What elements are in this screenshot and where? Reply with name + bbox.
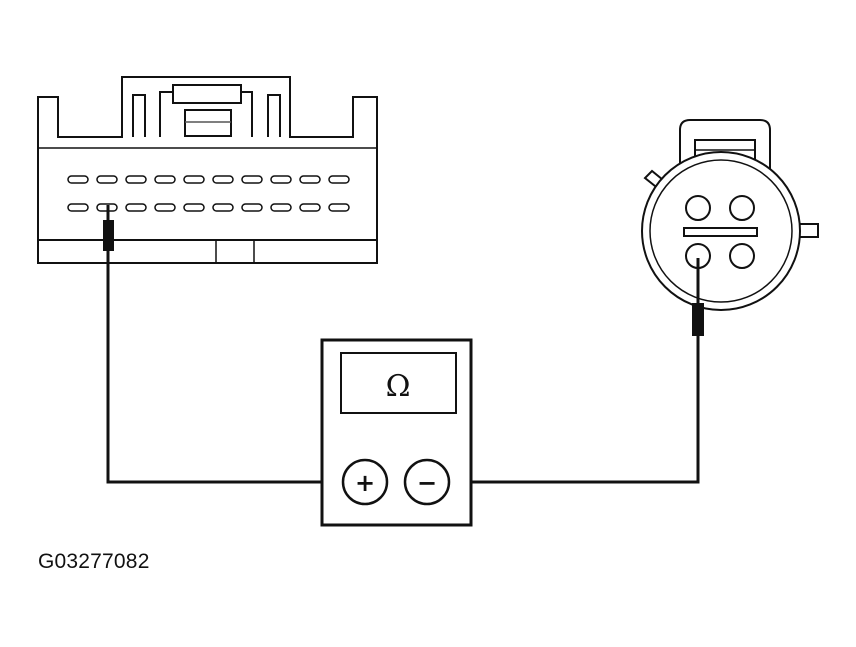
connector-terminals [685, 195, 755, 269]
meter-display [340, 352, 457, 414]
positive-terminal [341, 458, 389, 506]
negative-lead [446, 336, 700, 484]
negative-terminal [403, 458, 451, 506]
test-leads [106, 251, 700, 484]
right-probe [692, 258, 704, 336]
multi-pin-connector [37, 76, 378, 264]
round-sensor-connector [641, 119, 819, 311]
connector-housing [37, 76, 378, 264]
left-probe [103, 205, 114, 251]
pin-row-top [67, 175, 350, 184]
ohm-symbol: Ω [386, 369, 411, 404]
keyway-bar [683, 227, 758, 237]
figure-id: G03277082 [38, 550, 150, 573]
latch-slot [184, 109, 232, 137]
connector-side-tab-right [797, 223, 819, 238]
ohmmeter: Ω + − [320, 338, 473, 527]
negative-terminal-label: − [417, 469, 437, 497]
latch-tab [172, 84, 242, 104]
positive-terminal-label: + [355, 469, 375, 497]
positive-lead [106, 251, 345, 484]
